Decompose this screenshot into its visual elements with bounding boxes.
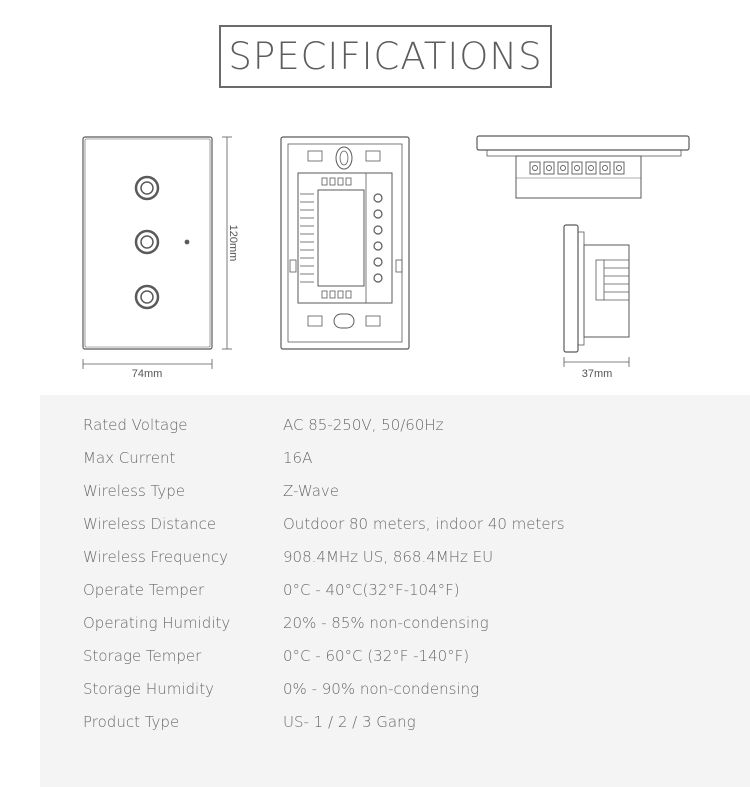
indicator-dot	[184, 239, 190, 245]
spec-value: 908.4MHz US, 868.4MHz EU	[283, 548, 494, 566]
spec-value: 20% - 85% non-condensing	[283, 614, 489, 632]
spec-label: Operating Humidity	[83, 614, 231, 632]
height-dimension-label: 120mm	[227, 225, 239, 262]
depth-dimension-line	[563, 357, 630, 367]
spec-label: Wireless Frequency	[83, 548, 229, 566]
page-title: SPECIFICATIONS	[228, 35, 543, 78]
spec-value: 16A	[283, 449, 313, 467]
side-view-drawing	[563, 224, 630, 353]
spec-label: Operate Temper	[83, 581, 205, 599]
spec-label: Rated Voltage	[83, 416, 188, 434]
spec-value: Z-Wave	[283, 482, 339, 500]
spec-label: Max Current	[83, 449, 176, 467]
height-dimension-line	[222, 136, 232, 350]
spec-label: Storage Humidity	[83, 680, 214, 698]
product-drawings: 74mm 120mm 37mm	[82, 135, 690, 380]
depth-dimension-label: 37mm	[582, 368, 613, 380]
spec-label: Wireless Type	[83, 482, 185, 500]
back-view-drawing	[280, 136, 410, 350]
spec-table: Rated Voltage AC 85-250V, 50/60Hz Max Cu…	[40, 395, 750, 787]
width-dimension-label: 74mm	[132, 368, 163, 380]
top-view-drawing	[476, 135, 690, 199]
spec-value: Outdoor 80 meters, indoor 40 meters	[283, 515, 565, 533]
width-dimension-line	[82, 359, 213, 369]
spec-label: Product Type	[83, 713, 180, 731]
spec-value: 0°C - 40°C(32°F-104°F)	[283, 581, 460, 599]
front-view-drawing	[82, 136, 213, 350]
title-box: SPECIFICATIONS	[219, 25, 552, 88]
spec-label: Storage Temper	[83, 647, 202, 665]
touch-button-top-icon	[134, 175, 160, 201]
spec-label: Wireless Distance	[83, 515, 217, 533]
spec-value: US- 1 / 2 / 3 Gang	[283, 713, 416, 731]
spec-value: 0% - 90% non-condensing	[283, 680, 480, 698]
spec-value: 0°C - 60°C (32°F -140°F)	[283, 647, 470, 665]
touch-button-middle-icon	[134, 229, 160, 255]
touch-button-bottom-icon	[134, 284, 160, 310]
spec-value: AC 85-250V, 50/60Hz	[283, 416, 444, 434]
